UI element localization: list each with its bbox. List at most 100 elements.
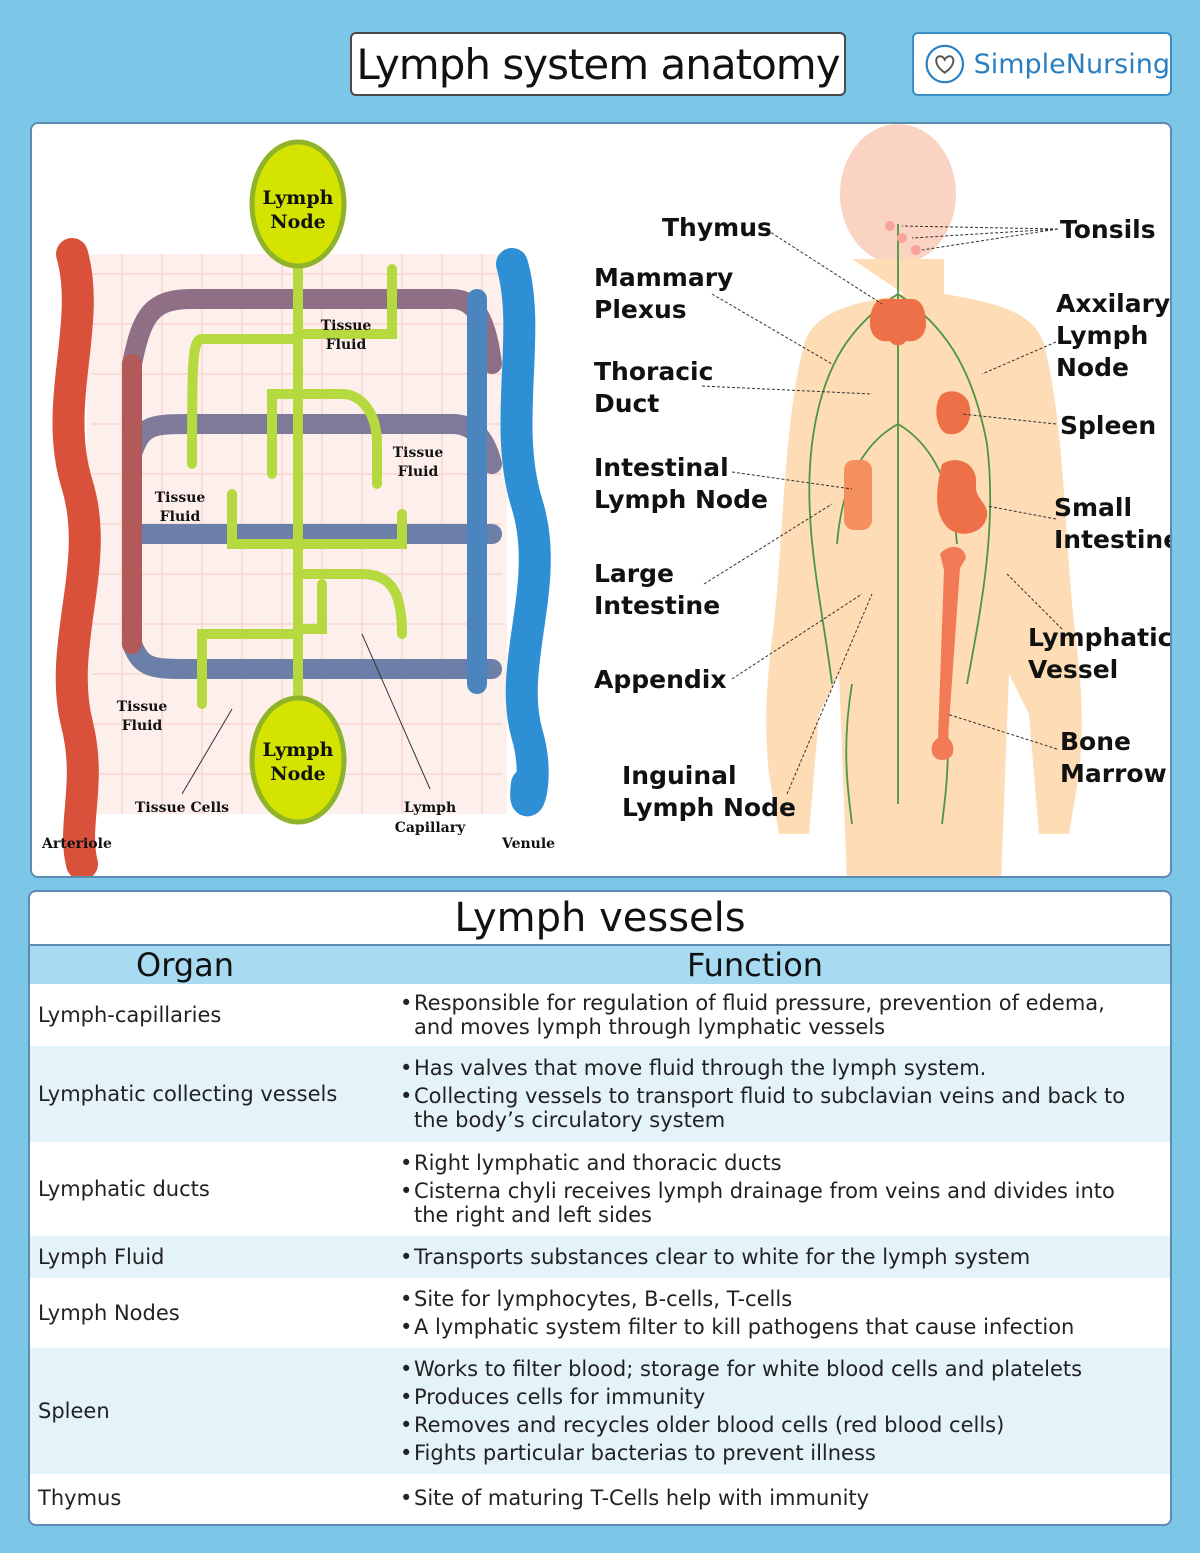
spleen-organ [936, 391, 971, 435]
inguinal-lymph-node-label-1: Inguinal [622, 761, 737, 790]
lymph-capillary-network [187, 249, 407, 729]
lymph-node-top-label-1: Lymph [263, 187, 334, 209]
table-row: Thymus Site of maturing T-Cells help with… [30, 1474, 1170, 1522]
function-item: Works to filter blood; storage for white… [400, 1357, 1150, 1381]
tissue-fluid-label-2b: Fluid [398, 464, 439, 480]
column-header-function: Function [686, 946, 824, 984]
capillary-diagram: Lymph Node Lymph Node Tissue Fluid Tissu… [41, 139, 555, 876]
thoracic-duct-label-2: Duct [594, 389, 659, 418]
tissue-fluid-label-2a: Tissue [393, 445, 444, 461]
function-item: Responsible for regulation of fluid pres… [400, 991, 1150, 1039]
anatomy-diagrams: Lymph Node Lymph Node Tissue Fluid Tissu… [30, 122, 1172, 878]
arteriole-vessel [52, 238, 101, 876]
tissue-cells-label: Tissue Cells [135, 800, 229, 816]
lymph-capillary-label-1: Lymph [404, 800, 456, 816]
large-intestine-organ [844, 460, 872, 530]
axillary-lymph-node-label-2: Lymph [1056, 321, 1148, 350]
function-item: Cisterna chyli receives lymph drainage f… [400, 1179, 1150, 1227]
bone-marrow-bone [931, 546, 966, 760]
bone-marrow-label-1: Bone [1060, 727, 1131, 756]
function-item: Has valves that move fluid through the l… [400, 1056, 1150, 1080]
organ-cell: Lymph Nodes [38, 1301, 180, 1325]
tissue-fluid-label-1b: Fluid [326, 337, 367, 353]
lymphatic-vessel-label-2: Vessel [1028, 655, 1118, 684]
function-item: A lymphatic system filter to kill pathog… [400, 1315, 1150, 1339]
function-cell: Works to filter blood; storage for white… [400, 1353, 1170, 1469]
brand-logo: SimpleNursing [912, 32, 1172, 96]
function-item: Site for lymphocytes, B-cells, T-cells [400, 1287, 1150, 1311]
body-diagram: Thymus Mammary Plexus Thoracic Duct Inte… [594, 124, 1172, 876]
appendix-label: Appendix [594, 665, 726, 694]
function-item: Site of maturing T-Cells help with immun… [400, 1486, 1150, 1510]
function-item: Produces cells for immunity [400, 1385, 1150, 1409]
table-body: Lymph-capillaries Responsible for regulat… [30, 984, 1170, 1522]
tissue-fluid-label-3a: Tissue [155, 490, 206, 506]
organ-cell: Lymph Fluid [38, 1245, 165, 1269]
large-intestine-label-2: Intestine [594, 591, 720, 620]
organ-cell: Lymph-capillaries [38, 1003, 222, 1027]
axillary-lymph-node-label-3: Node [1056, 353, 1129, 382]
intestinal-lymph-node-label-2: Lymph Node [594, 485, 768, 514]
mammary-plexus-label-1: Mammary [594, 263, 733, 292]
function-item: Collecting vessels to transport fluid to… [400, 1084, 1150, 1132]
venule-label: Venule [501, 836, 555, 852]
venule-vessel [496, 248, 551, 817]
small-intestine-organ [937, 460, 988, 534]
organ-cell: Spleen [38, 1399, 110, 1423]
thymus-label: Thymus [662, 213, 772, 242]
bone-marrow-label-2: Marrow [1060, 759, 1167, 788]
tonsils-label: Tonsils [1060, 215, 1156, 244]
function-cell: Right lymphatic and thoracic ductsCister… [400, 1147, 1170, 1231]
table-title: Lymph vessels [30, 892, 1170, 946]
mammary-plexus-label-2: Plexus [594, 295, 687, 324]
tonsil-1 [885, 221, 895, 231]
tissue-fluid-label-1a: Tissue [321, 318, 372, 334]
tissue-fluid-label-3b: Fluid [160, 509, 201, 525]
page-title: Lymph system anatomy [350, 32, 846, 96]
function-item: Fights particular bacterias to prevent i… [400, 1441, 1150, 1465]
tissue-fluid-label-4b: Fluid [122, 718, 163, 734]
table-row: Lymph-capillaries Responsible for regulat… [30, 984, 1170, 1046]
table-row: Lymph Nodes Site for lymphocytes, B-cells… [30, 1278, 1170, 1348]
body-silhouette [766, 124, 1082, 876]
lymph-node-bottom-label-2: Node [270, 763, 325, 785]
table-row: Spleen Works to filter blood; storage for… [30, 1348, 1170, 1474]
table-row: Lymph Fluid Transports substances clear t… [30, 1236, 1170, 1278]
spleen-label: Spleen [1060, 411, 1156, 440]
small-intestine-label-1: Small [1054, 493, 1132, 522]
tissue-cells-leader [181, 708, 233, 795]
organ-cell: Lymphatic ducts [38, 1177, 210, 1201]
function-cell: Transports substances clear to white for… [400, 1241, 1170, 1273]
intestinal-lymph-node-label-1: Intestinal [594, 453, 729, 482]
small-intestine-label-2: Intestine [1054, 525, 1172, 554]
function-cell: Site of maturing T-Cells help with immun… [400, 1482, 1170, 1514]
thymus-organ [870, 299, 926, 346]
function-item: Right lymphatic and thoracic ducts [400, 1151, 1150, 1175]
stethoscope-heart-icon [925, 44, 965, 84]
lymph-vessels-table: Lymph vessels Organ Function Lymph-capil… [28, 890, 1172, 1526]
large-intestine-label-1: Large [594, 559, 674, 588]
brand-name: SimpleNursing [973, 48, 1170, 80]
lymph-capillary-label-2: Capillary [395, 820, 466, 836]
table-row: Lymphatic ducts Right lymphatic and thora… [30, 1142, 1170, 1236]
lymph-node-top-label-2: Node [270, 211, 325, 233]
thoracic-duct-label-1: Thoracic [594, 357, 713, 386]
tonsil-2 [897, 233, 907, 243]
function-cell: Responsible for regulation of fluid pres… [400, 987, 1170, 1043]
function-item: Transports substances clear to white for… [400, 1245, 1150, 1269]
blood-capillaries [122, 289, 502, 694]
table-header: Organ Function [30, 946, 1170, 984]
lymph-node-bottom [249, 695, 347, 825]
lymph-capillary-leader [361, 633, 431, 790]
organ-cell: Lymphatic collecting vessels [38, 1082, 338, 1106]
inguinal-lymph-node-label-2: Lymph Node [622, 793, 796, 822]
function-cell: Site for lymphocytes, B-cells, T-cells A … [400, 1283, 1170, 1343]
table-row: Lymphatic collecting vessels Has valves t… [30, 1046, 1170, 1142]
column-header-organ: Organ [136, 946, 234, 984]
lymphatic-vessel-label-1: Lymphatic [1028, 623, 1172, 652]
arteriole-label: Arteriole [41, 836, 112, 852]
lymph-node-top [249, 139, 347, 269]
body-leader-lines [701, 225, 1063, 795]
organ-cell: Thymus [38, 1486, 122, 1510]
axillary-lymph-node-label-1: Axxilary [1056, 289, 1170, 318]
